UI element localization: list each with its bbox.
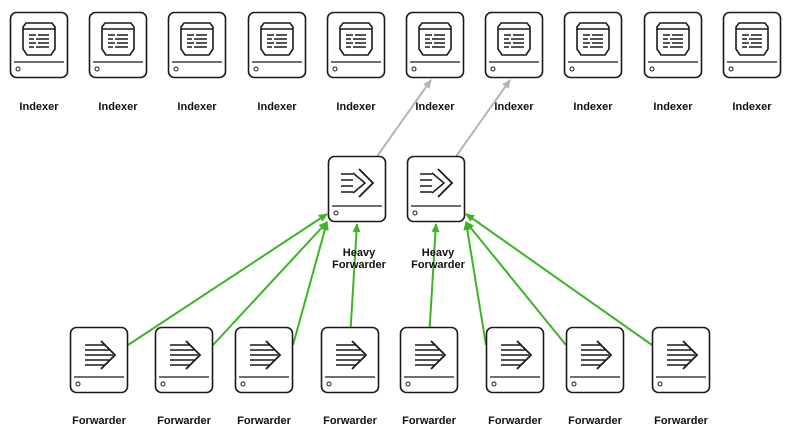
heavy-to-indexer-arrow [376,79,432,157]
heavy-forwarder-label-line1: Heavy [343,247,376,259]
indexer-node: Indexer [9,11,69,113]
forwarder-node: Forwarder [399,326,459,427]
forwarder-node: Forwarder [485,326,545,427]
indexer-label: Indexer [573,101,613,113]
indexer-node: Indexer [643,11,703,113]
indexer-node: Indexer [167,11,227,113]
forwarder-label: Forwarder [237,415,292,427]
forwarder-icon [415,340,447,370]
indexer-server-icon [101,22,135,56]
indexer-node: Indexer [722,11,782,113]
indexer-server-icon [180,22,214,56]
indexer-node: Indexer [484,11,544,113]
heavy-forwarder-label-line2: Forwarder [411,259,466,271]
forwarder-label: Forwarder [654,415,709,427]
forwarder-icon [250,340,282,370]
indexer-server-icon [22,22,56,56]
indexer-server-icon [497,22,531,56]
forwarder-icon [336,340,368,370]
indexer-node: Indexer [405,11,465,113]
heavy-forwarder-icon [341,168,375,198]
forwarder-node: Forwarder [154,326,214,427]
indexer-label: Indexer [494,101,534,113]
heavy-to-indexer-arrow [455,79,511,157]
forwarder-node: Forwarder [234,326,294,427]
forwarder-icon [170,340,202,370]
indexer-label: Indexer [19,101,59,113]
forwarder-node: Forwarder [320,326,380,427]
indexer-node: Indexer [563,11,623,113]
forwarder-label: Forwarder [72,415,127,427]
indexer-server-icon [735,22,769,56]
indexer-label: Indexer [177,101,217,113]
forwarder-to-heavy-arrow [465,213,653,346]
forwarder-to-heavy-arrow [463,221,487,346]
forwarder-to-heavy-arrow [349,223,361,328]
indexer-server-icon [339,22,373,56]
forwarder-icon [581,340,613,370]
heavy-forwarder-icon [420,168,454,198]
indexer-label: Indexer [653,101,693,113]
forwarder-to-heavy-arrow [292,221,329,346]
forwarder-label: Forwarder [402,415,457,427]
connections-layer [127,79,653,346]
indexer-label: Indexer [98,101,138,113]
indexer-server-icon [576,22,610,56]
heavy-forwarder-label-line1: Heavy [422,247,455,259]
forwarder-node: Forwarder [69,326,129,427]
indexer-node: Indexer [326,11,386,113]
forwarder-label: Forwarder [157,415,212,427]
indexer-node: Indexer [247,11,307,113]
forwarder-label: Forwarder [323,415,378,427]
forwarder-to-heavy-arrow [465,221,567,346]
indexer-server-icon [260,22,294,56]
forwarder-node: Forwarder [565,326,625,427]
forwarder-to-heavy-arrow [212,221,328,346]
forwarder-to-heavy-arrow [428,223,440,328]
forwarder-icon [501,340,533,370]
forwarder-label: Forwarder [568,415,623,427]
indexer-label: Indexer [336,101,376,113]
forwarder-label: Forwarder [488,415,543,427]
indexer-node: Indexer [88,11,148,113]
forwarder-icon [85,340,117,370]
forwarder-to-heavy-arrow [127,213,328,346]
devices-layer: Indexer Indexer Indexer Indexer Indexer Index… [9,11,782,427]
forwarder-node: Forwarder [651,326,711,427]
indexer-label: Indexer [415,101,455,113]
indexer-label: Indexer [732,101,772,113]
heavy-forwarder-label-line2: Forwarder [332,259,387,271]
forwarder-icon [667,340,699,370]
indexer-server-icon [418,22,452,56]
indexer-server-icon [656,22,690,56]
indexer-label: Indexer [257,101,297,113]
